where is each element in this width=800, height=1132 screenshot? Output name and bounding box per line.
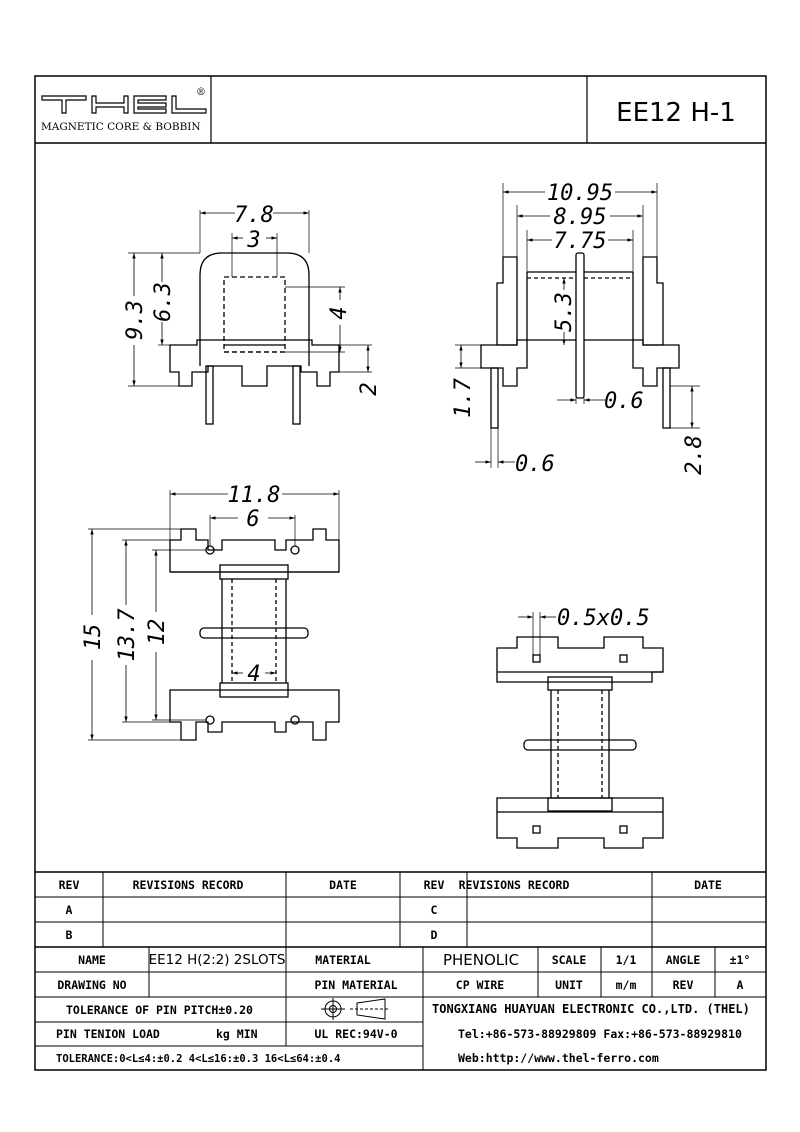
dim-top-core-width: 4 xyxy=(247,662,260,687)
dim-top-pin-pitch: 6 xyxy=(246,507,259,532)
dim-side-length-mid: 8.95 xyxy=(554,205,607,230)
dim-front-base-height: 2 xyxy=(357,382,382,395)
front-view xyxy=(128,210,372,425)
rev-value: A xyxy=(737,978,744,992)
dim-front-height-body: 6.3 xyxy=(151,282,176,322)
bottom-view xyxy=(496,612,664,849)
cp-wire: CP WIRE xyxy=(456,978,505,992)
material-label: MATERIAL xyxy=(315,953,370,967)
dim-side-length-outer: 10.95 xyxy=(547,181,613,206)
name-value: EE12 H(2:2) 2SLOTS xyxy=(149,952,286,968)
dim-side-window-height: 5.3 xyxy=(552,292,577,332)
top-view xyxy=(88,490,340,741)
unit-value: m/m xyxy=(616,978,637,992)
projection-symbol-icon xyxy=(321,998,390,1020)
part-title: EE12 H-1 xyxy=(616,98,736,128)
angle-value: ±1° xyxy=(730,953,751,967)
dim-top-length-mid: 13.7 xyxy=(115,608,140,662)
dim-side-flange-height: 1.7 xyxy=(451,377,476,417)
dim-bottom-pin-size: 0.5x0.5 xyxy=(557,606,650,631)
thel-logo: ® MAGNETIC CORE & BOBBIN xyxy=(41,87,207,133)
angle-label: ANGLE xyxy=(666,953,701,967)
dim-top-length-inner: 12 xyxy=(145,619,170,646)
rev-row-c: C xyxy=(431,903,438,917)
dim-front-width-outer: 7.8 xyxy=(234,203,274,228)
unit-label: UNIT xyxy=(555,978,583,992)
rev-row-a: A xyxy=(66,903,73,917)
tolerance-range: TOLERANCE:0<L≤4:±0.2 4<L≤16:±0.3 16<L≤64… xyxy=(56,1053,340,1065)
date-header-left: DATE xyxy=(329,878,357,892)
dim-top-width: 11.8 xyxy=(228,483,281,508)
company-web: Web:http://www.thel-ferro.com xyxy=(458,1051,659,1065)
material-value: PHENOLIC xyxy=(443,951,519,969)
rev-label: REV xyxy=(673,978,694,992)
rev-row-d: D xyxy=(431,928,438,942)
revisions-header-right: REVISIONS RECORD xyxy=(459,878,570,892)
drawing-no-label: DRAWING NO xyxy=(57,978,126,992)
logo-subtitle: MAGNETIC CORE & BOBBIN xyxy=(41,121,201,133)
rev-header-right: REV xyxy=(424,878,445,892)
sheet-border xyxy=(34,75,767,1071)
ul-rec: UL REC:94V-0 xyxy=(314,1027,397,1041)
name-label: NAME xyxy=(78,953,106,967)
date-header-right: DATE xyxy=(694,878,722,892)
dim-front-window-height: 4 xyxy=(327,306,352,319)
scale-label: SCALE xyxy=(552,953,587,967)
tolerance-pitch: TOLERANCE OF PIN PITCH±0.20 xyxy=(66,1003,253,1017)
company-phone: Tel:+86-573-88929809 Fax:+86-573-8892981… xyxy=(458,1027,742,1041)
dim-side-pin-length: 2.8 xyxy=(682,435,707,475)
pin-tension-unit: kg MIN xyxy=(216,1027,258,1041)
company-name: TONGXIANG HUAYUAN ELECTRONIC CO.,LTD. (T… xyxy=(432,1002,750,1016)
title-block xyxy=(35,871,766,1070)
dim-front-width-inner: 3 xyxy=(246,228,260,253)
registered-mark: ® xyxy=(196,87,206,98)
dim-side-flange-thickness: 0.6 xyxy=(604,389,644,414)
revisions-header-left: REVISIONS RECORD xyxy=(133,878,244,892)
dim-side-pin-dia: 0.6 xyxy=(515,452,555,477)
dim-front-height-total: 9.3 xyxy=(123,300,148,340)
side-view xyxy=(455,183,700,468)
dim-top-length-total: 15 xyxy=(81,624,106,651)
rev-row-b: B xyxy=(66,928,73,942)
pin-tension-label: PIN TENION LOAD xyxy=(56,1027,160,1041)
scale-value: 1/1 xyxy=(616,953,637,967)
dim-side-length-inner: 7.75 xyxy=(554,229,607,254)
pin-material-label: PIN MATERIAL xyxy=(314,978,397,992)
rev-header-left: REV xyxy=(59,878,80,892)
